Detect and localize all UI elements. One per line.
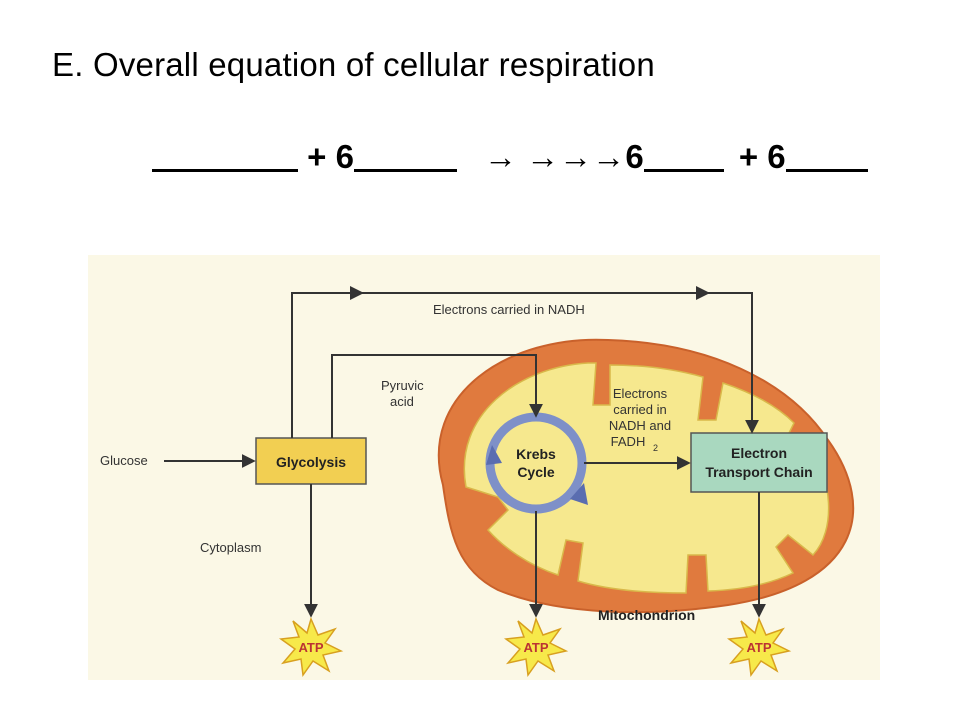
- pyruvic-acid-arrow: [331, 354, 543, 438]
- electrons2-line2: carried in: [613, 402, 666, 417]
- etc-label-line2: Transport Chain: [705, 464, 812, 480]
- nadh-top-arrowhead-2: [696, 286, 710, 300]
- cytoplasm-label: Cytoplasm: [200, 540, 261, 555]
- blank-reactant-1: [152, 139, 298, 172]
- glucose-label: Glucose: [100, 453, 148, 468]
- atp-label-3: ATP: [746, 640, 771, 655]
- cellular-respiration-diagram: Glycolysis Electron Transport Chain Kreb…: [88, 255, 880, 680]
- nadh-top-arrow: [291, 292, 759, 438]
- diagram-svg: Glycolysis Electron Transport Chain Kreb…: [88, 255, 880, 680]
- equation-plus-1: + 6: [307, 138, 354, 175]
- equation-plus-2: + 6: [738, 138, 786, 175]
- krebs-label-line1: Krebs: [516, 446, 556, 462]
- equation-product-coef: 6: [625, 138, 644, 175]
- krebs-cycle-arrowhead-1: [570, 483, 588, 505]
- slide-title: E. Overall equation of cellular respirat…: [52, 46, 655, 83]
- atp-label-2: ATP: [523, 640, 548, 655]
- atp-label-1: ATP: [298, 640, 323, 655]
- etc-label-line1: Electron: [731, 445, 787, 461]
- equation-arrows: → →→→: [484, 138, 626, 175]
- krebs-cycle-arrowhead-2: [486, 445, 502, 465]
- nadh-top-arrowhead-1: [350, 286, 364, 300]
- blank-product-1: [643, 139, 724, 172]
- blank-product-2: [785, 139, 868, 172]
- pyruvic-label-line1: Pyruvic: [381, 378, 424, 393]
- electrons2-subscript: 2: [653, 443, 658, 453]
- atp-burst-glycolysis: ATP: [278, 616, 344, 677]
- atp-burst-krebs: ATP: [503, 616, 569, 677]
- mitochondrion-label: Mitochondrion: [598, 607, 695, 623]
- krebs-label-line2: Cycle: [517, 464, 555, 480]
- atp-burst-etc: ATP: [726, 616, 792, 677]
- electrons2-line4: FADH: [611, 434, 646, 449]
- electrons2-line1: Electrons: [613, 386, 668, 401]
- etc-box: [690, 432, 828, 493]
- blank-reactant-2: [353, 139, 457, 172]
- pyruvic-label-line2: acid: [390, 394, 414, 409]
- glycolysis-label: Glycolysis: [276, 454, 346, 470]
- electrons2-line3: NADH and: [609, 418, 671, 433]
- electrons-nadh-label: Electrons carried in NADH: [433, 302, 585, 317]
- respiration-equation: + 6 → →→→6 + 6: [152, 138, 868, 176]
